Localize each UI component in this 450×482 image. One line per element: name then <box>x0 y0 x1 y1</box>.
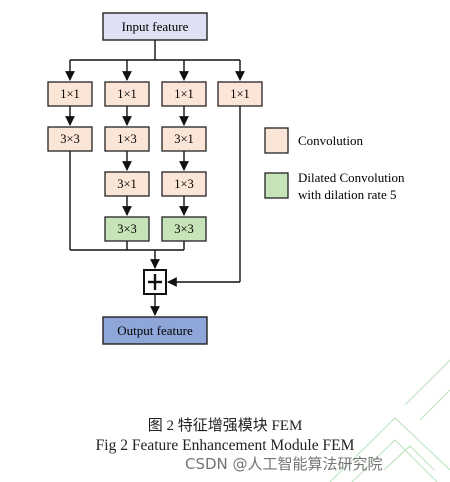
conv-3x1-label: 3×1 <box>117 177 137 191</box>
conv-1x1-label: 1×1 <box>117 87 137 101</box>
conv-3x1-label: 3×1 <box>174 132 194 146</box>
conv-3x3-branch1: 3×3 <box>47 126 93 152</box>
conv-1x3-label: 1×3 <box>174 177 194 191</box>
figure-caption-english: Fig 2 Feature Enhancement Module FEM <box>95 437 355 454</box>
conv-1x1-branch1: 1×1 <box>47 81 93 107</box>
conv-3x3-label: 3×3 <box>60 132 80 146</box>
legend-conv-label: Convolution <box>298 133 364 148</box>
legend-dilated-label-line2: with dilation rate 5 <box>298 187 397 202</box>
conv-1x1-branch2: 1×1 <box>104 81 150 107</box>
dilated-conv-3x3-branch3: 3×3 <box>161 216 207 242</box>
input-feature-label: Input feature <box>122 19 189 34</box>
dilated-conv-3x3-label: 3×3 <box>117 222 137 236</box>
output-feature-label: Output feature <box>117 323 193 338</box>
input-feature-node: Input feature <box>102 12 208 41</box>
watermark-text: CSDN @人工智能算法研究院 <box>185 455 383 473</box>
conv-1x3-branch2: 1×3 <box>104 126 150 152</box>
conv-1x3-label: 1×3 <box>117 132 137 146</box>
add-node <box>143 269 167 295</box>
legend-dilated-swatch <box>264 172 289 199</box>
conv-3x1-branch3: 3×1 <box>161 126 207 152</box>
watermark-decoration <box>329 359 450 482</box>
conv-1x1-label: 1×1 <box>230 87 250 101</box>
conv-1x1-label: 1×1 <box>60 87 80 101</box>
conv-3x1-branch2: 3×1 <box>104 171 150 197</box>
conv-1x3-branch3: 1×3 <box>161 171 207 197</box>
legend: Convolution Dilated Convolution with dil… <box>264 127 405 202</box>
dilated-conv-3x3-label: 3×3 <box>174 222 194 236</box>
conv-1x1-branch4: 1×1 <box>217 81 263 107</box>
figure-caption-chinese: 图 2 特征增强模块 FEM <box>147 418 303 434</box>
output-feature-node: Output feature <box>102 316 208 345</box>
conv-1x1-label: 1×1 <box>174 87 194 101</box>
dilated-conv-3x3-branch2: 3×3 <box>104 216 150 242</box>
connectors <box>65 40 245 316</box>
legend-dilated-label-line1: Dilated Convolution <box>298 170 405 185</box>
conv-1x1-branch3: 1×1 <box>161 81 207 107</box>
legend-conv-swatch <box>264 127 289 154</box>
